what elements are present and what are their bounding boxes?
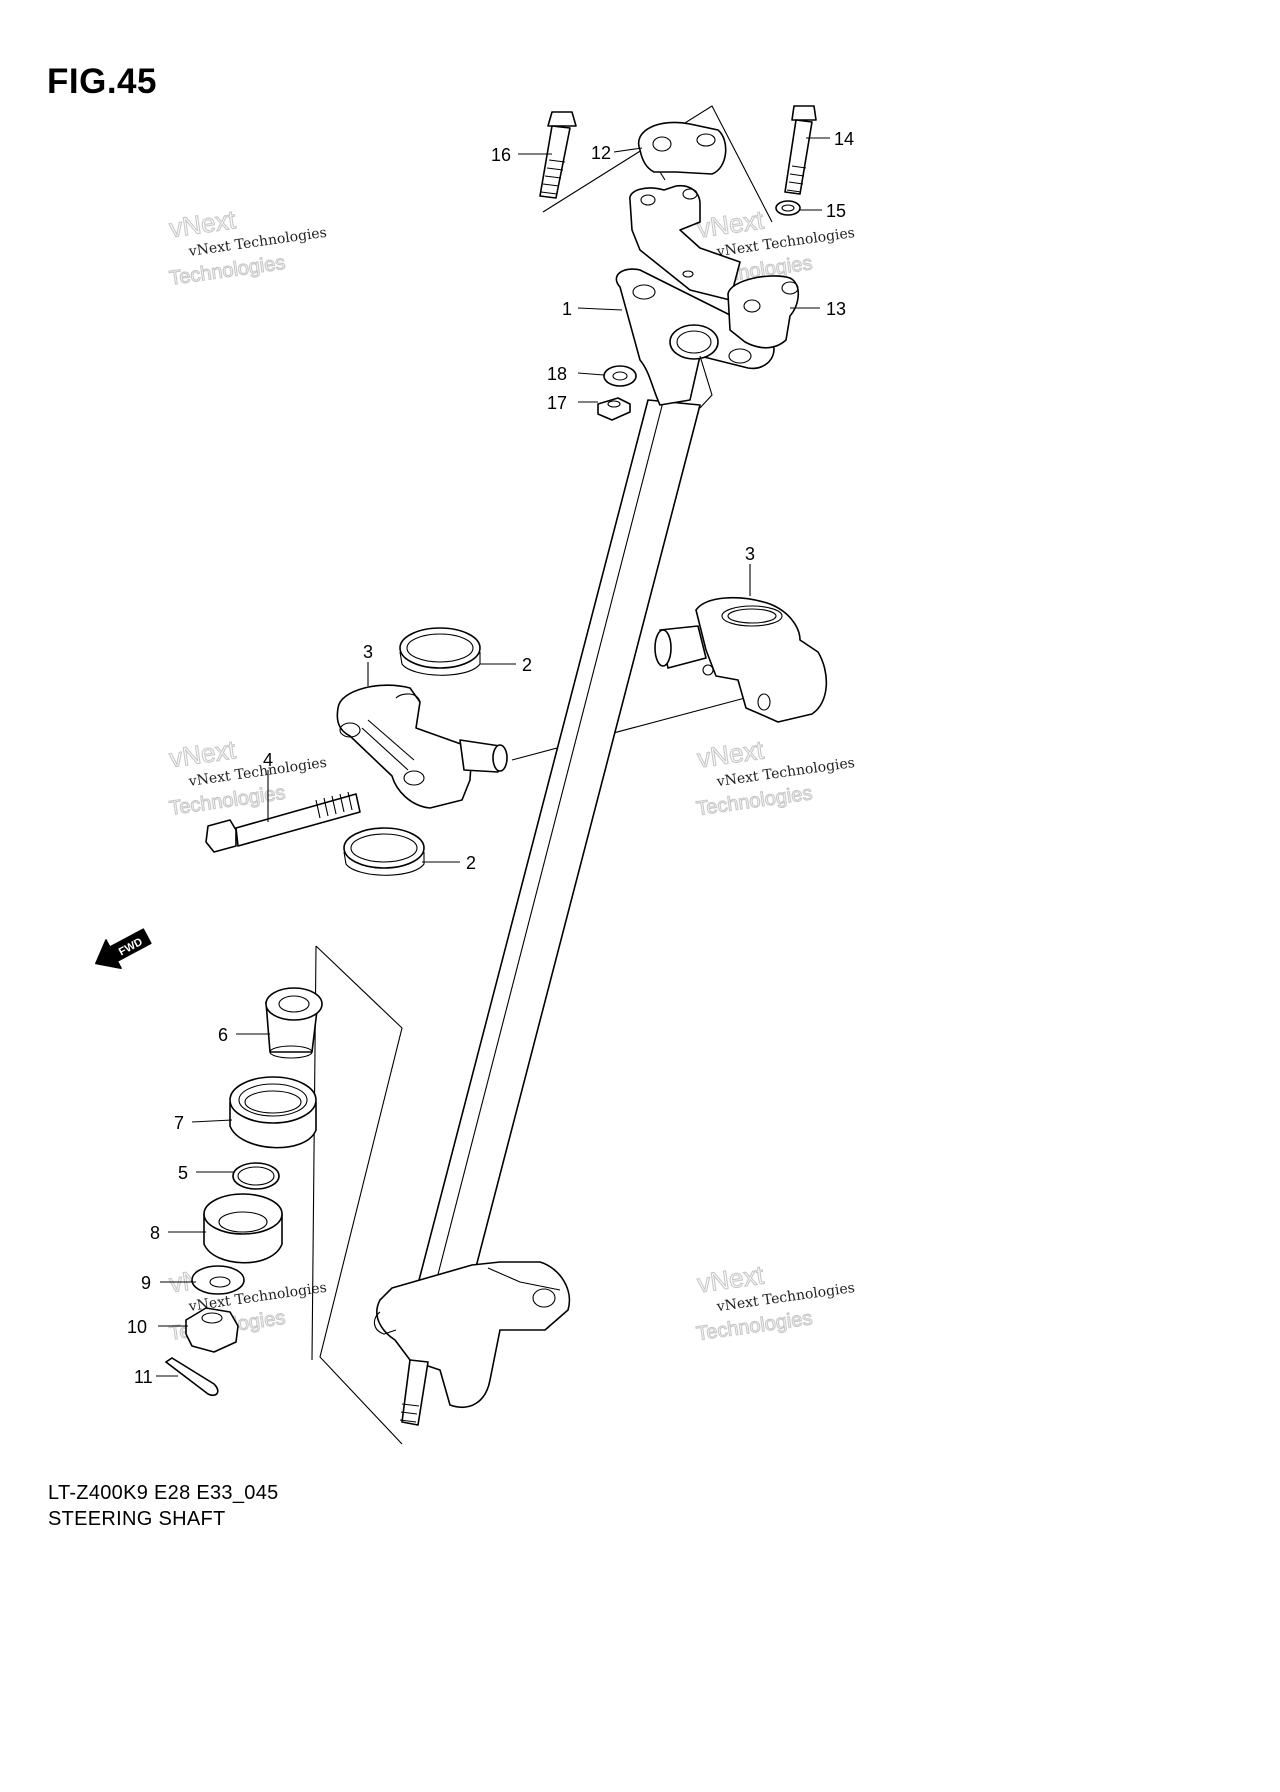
handlebar-clamp-lower <box>629 184 741 301</box>
callout-17: 17 <box>547 393 567 413</box>
callout-3-left: 3 <box>363 642 373 662</box>
o-ring-5 <box>232 1162 280 1190</box>
seal-2-upper <box>399 627 481 676</box>
callout-16: 16 <box>491 145 511 165</box>
watermark-mid-left: vNext vNext Technologies Technologies <box>167 734 328 821</box>
callout-8: 8 <box>150 1223 160 1243</box>
watermark-bottom-right: vNext vNext Technologies Technologies <box>694 1259 855 1346</box>
bushing-6 <box>265 987 323 1059</box>
callout-12: 12 <box>591 143 611 163</box>
svg-text:vNext: vNext <box>695 1260 766 1299</box>
callout-1: 1 <box>562 299 572 319</box>
nut-17 <box>597 397 631 421</box>
watermark-top-left: vNext vNext Technologies Technologies <box>167 204 328 291</box>
washer-15 <box>775 200 801 216</box>
callout-7: 7 <box>174 1113 184 1133</box>
callout-2-lower: 2 <box>466 853 476 873</box>
svg-text:Technologies: Technologies <box>695 782 814 820</box>
bearing-holder-7 <box>229 1076 317 1149</box>
callout-15: 15 <box>826 201 846 221</box>
washer-9 <box>191 1265 245 1295</box>
nut-10 <box>185 1307 239 1353</box>
fwd-arrow-icon: FWD <box>95 928 152 970</box>
svg-text:vNext: vNext <box>695 205 766 244</box>
bolt-4 <box>205 791 361 853</box>
callout-9: 9 <box>141 1273 151 1293</box>
cotter-pin-11 <box>164 1357 219 1397</box>
bolt-14 <box>784 105 817 195</box>
bearing-8 <box>203 1193 283 1264</box>
svg-text:FWD: FWD <box>117 936 145 958</box>
svg-text:vNext: vNext <box>167 734 238 773</box>
callout-11: 11 <box>134 1367 153 1387</box>
watermark-mid-right: vNext vNext Technologies Technologies <box>694 734 855 821</box>
callout-18: 18 <box>547 364 567 384</box>
callout-13: 13 <box>826 299 846 319</box>
model-code: LT-Z400K9 E28 E33_045 <box>48 1482 279 1504</box>
handlebar-clamp-upper-12 <box>637 121 727 175</box>
bushing-holder-left <box>336 684 508 809</box>
svg-text:vNext: vNext <box>695 735 766 774</box>
handlebar-clamp-13 <box>727 275 800 349</box>
upper-bracket <box>615 268 775 409</box>
callout-5: 5 <box>178 1163 188 1183</box>
callout-6: 6 <box>218 1025 228 1045</box>
seal-2-lower <box>343 827 425 876</box>
callout-14: 14 <box>834 129 854 149</box>
steering-shaft <box>417 399 701 1291</box>
callout-3-right: 3 <box>745 544 755 564</box>
svg-text:Technologies: Technologies <box>695 1307 814 1345</box>
svg-text:vNext: vNext <box>167 204 238 243</box>
callout-2-upper: 2 <box>522 655 532 675</box>
leader-lines <box>156 137 830 1377</box>
bushing-holder-right <box>654 596 828 723</box>
washer-18 <box>603 365 637 387</box>
svg-text:Technologies: Technologies <box>168 252 287 290</box>
shaft-lower-end <box>373 1261 571 1426</box>
bolt-16 <box>539 111 577 199</box>
part-name: STEERING SHAFT <box>48 1508 226 1530</box>
svg-text:Technologies: Technologies <box>168 782 287 820</box>
callout-4: 4 <box>263 750 273 770</box>
callout-10: 10 <box>127 1317 147 1337</box>
callout-labels: 16 12 14 15 1 13 18 17 3 2 3 4 2 6 7 5 8… <box>127 129 854 1387</box>
figure-title: FIG.45 <box>47 62 157 101</box>
